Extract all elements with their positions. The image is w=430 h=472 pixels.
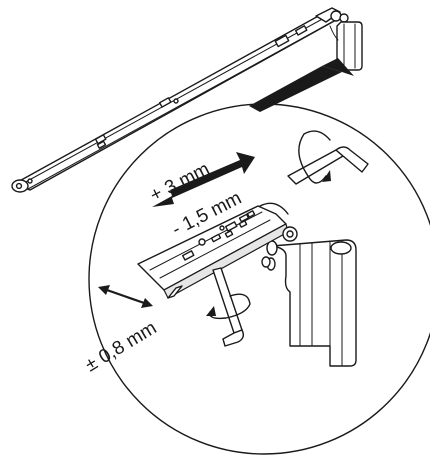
detail-circle: [88, 103, 430, 455]
label-plus-minus-0-8mm: ± 0,8 mm: [82, 318, 161, 377]
frame-hinge: [261, 239, 357, 367]
zoom-wedge: [249, 66, 342, 112]
allen-key-icon: [206, 267, 251, 347]
allen-key-icon: [287, 130, 369, 185]
sash-hinge-plate: [137, 202, 298, 299]
height-adjust-arrow: [152, 152, 255, 207]
side-adjust-arrow: [98, 285, 153, 308]
rotation-arrow-icon: [298, 130, 331, 184]
rotation-arrow-icon: [209, 293, 251, 320]
hinge-arm-overview: [11, 7, 363, 193]
